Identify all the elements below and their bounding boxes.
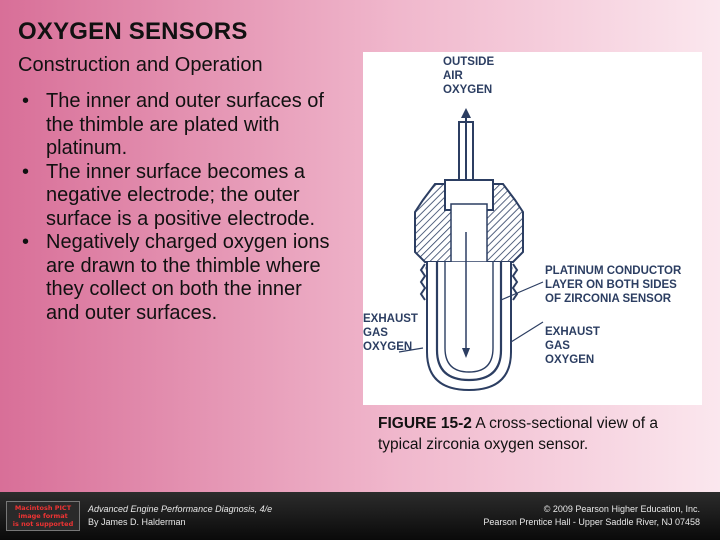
book-author: By James D. Halderman: [88, 517, 186, 527]
sensor-hex-body: [414, 179, 524, 263]
footer-book-info: Advanced Engine Performance Diagnosis, 4…: [88, 503, 272, 529]
bullet-text: The inner surface becomes a negative ele…: [46, 160, 316, 230]
figure-caption-text: A cross-sectional view of a typical zirc…: [378, 415, 658, 453]
footer-bar: Macintosh PICT image format is not suppo…: [0, 492, 720, 540]
bullet-marker: •: [22, 90, 30, 112]
bullet-marker: •: [22, 231, 30, 253]
label-platinum: PLATINUM CONDUCTOR: [545, 265, 682, 277]
label-exhaust-right: GAS: [545, 340, 570, 352]
zirconia-thimble: [426, 232, 512, 392]
bullet-item: • The inner and outer surfaces of the thi…: [22, 90, 340, 161]
leader-lines: [398, 281, 544, 353]
figure-number: FIGURE 15-2: [378, 415, 472, 432]
publisher-text: Pearson Prentice Hall - Upper Saddle Riv…: [483, 517, 700, 527]
label-exhaust-left: EXHAUST: [363, 313, 418, 325]
label-exhaust-right: OXYGEN: [545, 354, 594, 366]
label-exhaust-left: GAS: [363, 327, 388, 339]
label-platinum: OF ZIRCONIA SENSOR: [545, 293, 672, 305]
sensor-figure: OUTSIDE AIR OXYGEN PLATINUM CONDUCTOR LA…: [363, 52, 702, 405]
footer-copyright: © 2009 Pearson Higher Education, Inc. Pe…: [483, 503, 700, 529]
bullet-text: Negatively charged oxygen ions are drawn…: [46, 231, 330, 324]
copyright-text: © 2009 Pearson Higher Education, Inc.: [543, 504, 700, 514]
placeholder-line: is not supported: [12, 520, 74, 528]
placeholder-line: image format: [18, 512, 68, 520]
label-outside-air: OUTSIDE: [443, 56, 494, 68]
placeholder-line: Macintosh PICT: [14, 504, 72, 512]
bullet-item: • The inner surface becomes a negative el…: [22, 161, 340, 232]
label-exhaust-left: OXYGEN: [363, 341, 412, 353]
unsupported-image-placeholder: Macintosh PICT image format is not suppo…: [6, 501, 80, 531]
bullet-item: • Negatively charged oxygen ions are draw…: [22, 231, 340, 325]
book-title: Advanced Engine Performance Diagnosis, 4…: [88, 504, 273, 514]
label-platinum: LAYER ON BOTH SIDES: [545, 279, 677, 291]
label-outside-air: AIR: [443, 70, 464, 82]
terminal-wire: [458, 108, 474, 183]
slide-title: OXYGEN SENSORS: [18, 18, 248, 45]
label-exhaust-right: EXHAUST: [545, 326, 600, 338]
slide-subtitle: Construction and Operation: [18, 54, 263, 76]
bullet-marker: •: [22, 160, 30, 183]
figure-caption: FIGURE 15-2 A cross-sectional view of a …: [378, 413, 698, 455]
label-outside-air: OXYGEN: [443, 84, 492, 96]
sensor-diagram: OUTSIDE AIR OXYGEN PLATINUM CONDUCTOR LA…: [363, 56, 682, 392]
bullet-text: The inner and outer surfaces of the thim…: [46, 90, 324, 159]
bullet-list: • The inner and outer surfaces of the thi…: [22, 90, 340, 325]
